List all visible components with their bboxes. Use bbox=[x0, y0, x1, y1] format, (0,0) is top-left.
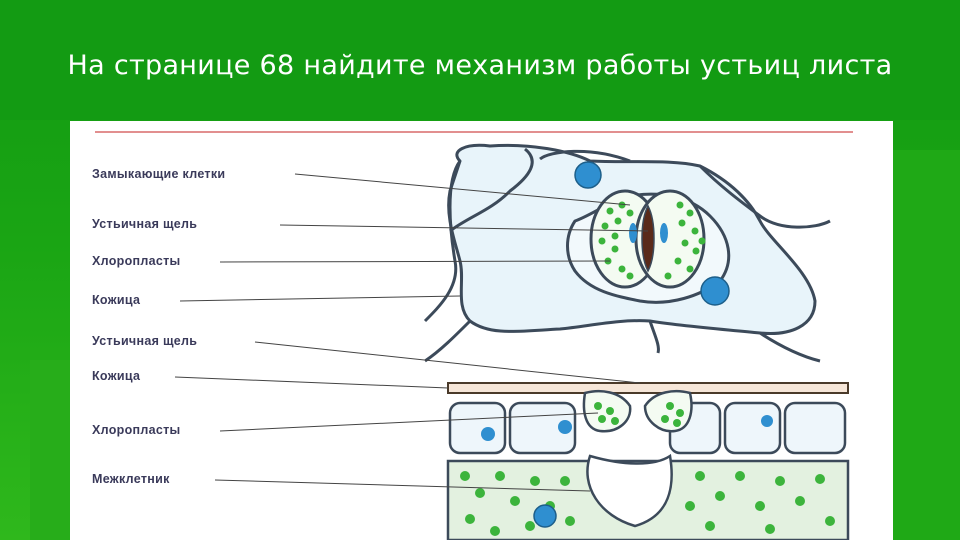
label-guard-cells: Замыкающие клетки bbox=[92, 167, 226, 181]
leader-lines bbox=[174, 173, 649, 492]
label-intercellular-space: Межклетник bbox=[92, 472, 170, 486]
nucleus bbox=[574, 161, 602, 189]
title-band bbox=[0, 0, 960, 120]
decor-stripe-right bbox=[890, 150, 960, 540]
label-stomatal-pore-section: Устьичная щель bbox=[92, 334, 198, 348]
label-epidermis-section: Кожица bbox=[92, 369, 141, 383]
label-chloroplasts-section: Хлоропласты bbox=[92, 423, 181, 437]
label-epidermis: Кожица bbox=[92, 293, 141, 307]
leaf-cross-section bbox=[446, 382, 850, 540]
nucleus bbox=[700, 276, 730, 306]
stomata-illustration bbox=[95, 131, 853, 540]
label-stomatal-pore: Устьичная щель bbox=[92, 217, 198, 231]
decor-stripe-left bbox=[30, 360, 70, 540]
stomata-diagram: Замыкающие клетки Устьичная щель Хлоропл… bbox=[70, 121, 893, 540]
slide-title: На странице 68 найдите механизм работы у… bbox=[67, 50, 893, 81]
label-chloroplasts: Хлоропласты bbox=[92, 254, 181, 268]
guard-cells bbox=[589, 189, 706, 289]
